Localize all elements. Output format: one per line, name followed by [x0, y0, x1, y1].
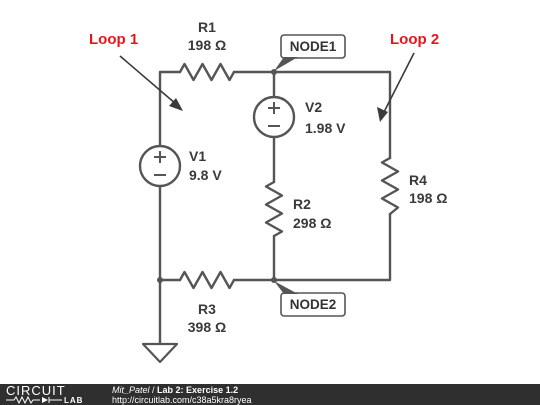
voltage-source-v2 [252, 95, 296, 139]
r4-name: R4 [409, 172, 427, 188]
wires [158, 70, 392, 346]
loop1-arrow [119, 55, 183, 111]
node2-label: NODE2 [290, 297, 337, 312]
v2-name: V2 [305, 99, 322, 115]
loop2-arrow [377, 52, 415, 122]
v2-value: 1.98 V [305, 120, 346, 136]
resistor-logo-icon [6, 396, 62, 404]
voltage-source-v1 [138, 144, 182, 188]
ground-icon [141, 342, 179, 364]
node1-flag [274, 34, 346, 71]
circuitlab-logo-text: CIRCUIT [6, 383, 66, 398]
loop1-label: Loop 1 [89, 31, 138, 48]
wire-bottom-left [158, 184, 182, 282]
footer-title: Mit_Patel / Lab 2: Exercise 1.2 [112, 385, 238, 395]
junction-node1 [271, 69, 277, 75]
junction-node2 [271, 277, 277, 283]
footer-bar [0, 384, 540, 405]
r4-value: 198 Ω [409, 190, 447, 206]
loop2-label: Loop 2 [390, 31, 439, 48]
wire-top-middle [232, 70, 392, 160]
junction-bottom-left [157, 277, 163, 283]
resistor-r4 [380, 156, 400, 216]
resistor-r2 [264, 180, 284, 238]
node1-label: NODE1 [290, 39, 337, 54]
r2-name: R2 [293, 196, 311, 212]
circuit-url[interactable]: http://circuitlab.com/c38a5kra8ryea [112, 395, 252, 405]
r3-name: R3 [198, 301, 216, 317]
wire-right-bottom [272, 212, 392, 282]
node2-flag [274, 281, 346, 317]
v1-name: V1 [189, 148, 206, 164]
r3-value: 398 Ω [188, 319, 226, 335]
r1-value: 198 Ω [188, 37, 226, 53]
resistor-r3 [178, 270, 236, 290]
resistor-r1 [178, 62, 236, 82]
circuitlab-logo-lab: LAB [64, 396, 84, 405]
v1-value: 9.8 V [189, 167, 222, 183]
author-link[interactable]: Mit_Patel [112, 385, 150, 395]
wire-top-left [158, 70, 182, 148]
title-separator: / [149, 385, 158, 395]
r1-name: R1 [198, 19, 216, 35]
circuit-title[interactable]: Lab 2: Exercise 1.2 [157, 385, 239, 395]
r2-value: 298 Ω [293, 215, 331, 231]
